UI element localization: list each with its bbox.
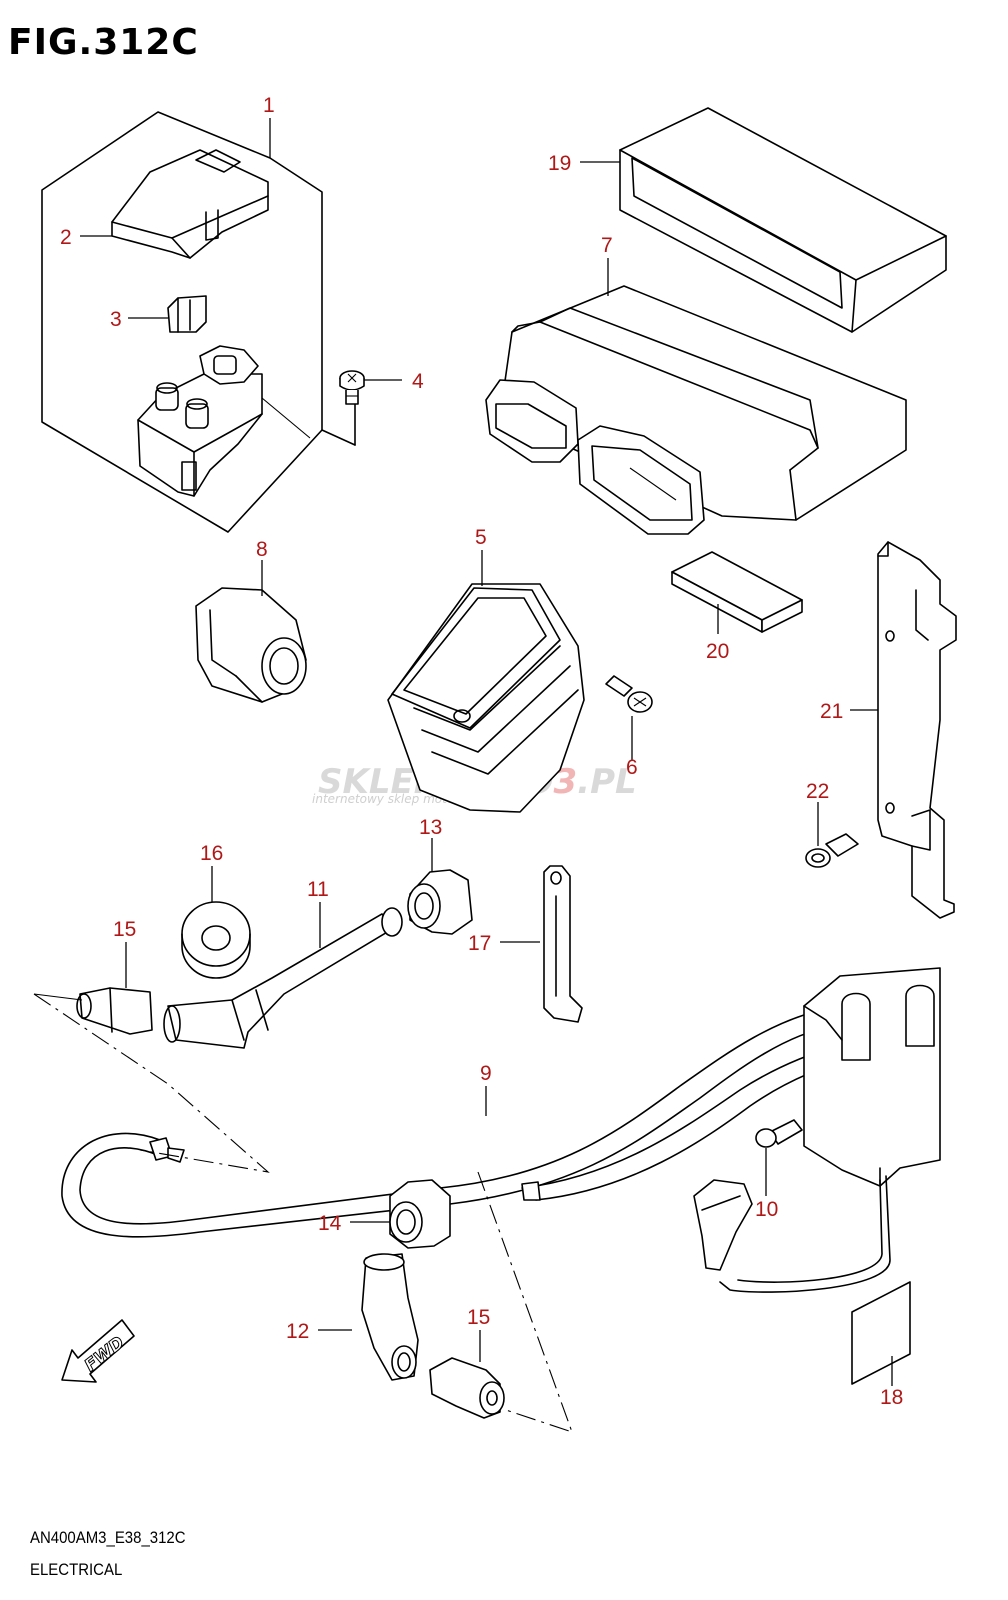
coupler-connector [195, 587, 307, 703]
callout-22: 22 [806, 780, 829, 803]
callout-17: 17 [468, 932, 491, 955]
callout-20: 20 [706, 640, 729, 663]
main-hose [61, 967, 941, 1293]
sensor-connector [693, 1179, 753, 1271]
forward-direction-arrow: FWD [61, 1319, 135, 1383]
callout-8: 8 [256, 538, 268, 561]
callout-labels: 1 2 3 4 5 6 7 8 9 10 11 12 13 14 15 15 1… [60, 94, 903, 1409]
starter-relay-group-frame [41, 111, 356, 533]
callout-10: 10 [755, 1198, 778, 1221]
watermark-brand-accent: 3 [553, 762, 577, 802]
relay-screw [339, 370, 365, 405]
plug-cap-upper [76, 987, 153, 1035]
canister-screw [755, 1119, 803, 1148]
plug-cap-lower [429, 1357, 505, 1419]
grommet-ring [181, 901, 251, 979]
callout-7: 7 [601, 234, 613, 257]
hose-clamp [543, 865, 583, 1023]
callout-5: 5 [475, 526, 487, 549]
regulator-rectifier [387, 583, 585, 813]
figure-title: FIG.312C [8, 22, 199, 63]
callout-21: 21 [820, 700, 843, 723]
grommet-lower [389, 1179, 451, 1249]
callout-12: 12 [286, 1320, 309, 1343]
bracket-bolt [805, 833, 859, 868]
ecm-unit [485, 285, 907, 535]
watermark-brand-suffix: .PL [577, 762, 637, 802]
section-name: ELECTRICAL [30, 1560, 123, 1579]
reference-lines [33, 993, 573, 1433]
callout-11: 11 [307, 878, 329, 901]
starter-relay [137, 345, 263, 497]
callout-4: 4 [412, 370, 424, 393]
callout-1: 1 [263, 94, 275, 117]
callout-6: 6 [626, 756, 638, 779]
callout-9: 9 [480, 1062, 492, 1085]
callout-19: 19 [548, 152, 571, 175]
mounting-bracket [877, 541, 957, 919]
elbow-hose [361, 1253, 419, 1381]
callout-13: 13 [419, 816, 442, 839]
ecm-pad [671, 551, 803, 633]
regulator-bolt [605, 675, 653, 713]
breather-hose [163, 907, 403, 1049]
relay-cover [111, 149, 269, 259]
model-code: AN400AM3_E38_312C [30, 1528, 186, 1547]
ecm-cover [619, 107, 947, 333]
callout-15-lower: 15 [467, 1306, 490, 1329]
leader-lines [80, 118, 893, 1386]
callout-14: 14 [318, 1212, 342, 1235]
grommet-upper [407, 869, 473, 935]
callout-2: 2 [60, 226, 72, 249]
information-label [851, 1281, 911, 1385]
callout-18: 18 [880, 1386, 903, 1409]
callout-16: 16 [200, 842, 223, 865]
fuse [167, 295, 207, 333]
callout-15-upper: 15 [113, 918, 136, 941]
callout-3: 3 [110, 308, 122, 331]
